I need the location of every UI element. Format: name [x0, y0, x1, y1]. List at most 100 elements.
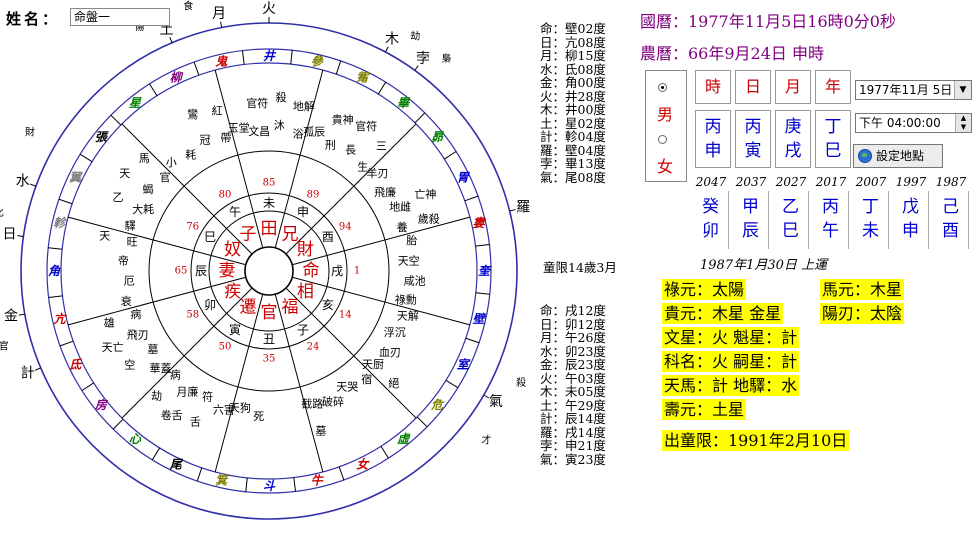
branch-label: 未 [263, 196, 275, 210]
house-star: 馬 [139, 152, 150, 165]
house-star: 天亡 [102, 340, 124, 354]
decade-branch: 辰 [742, 221, 759, 241]
chart-ring [60, 62, 478, 480]
pillar-stem: 丁 [824, 117, 842, 137]
mansion-divider [444, 151, 457, 160]
decade-year: 2047 [695, 175, 727, 189]
upper_planets-row: 計：軫04度 [540, 129, 606, 144]
pillar-ganzhi: 丙寅 [735, 110, 771, 168]
name-input[interactable]: 命盤一 [70, 8, 170, 26]
decade-stem: 丙 [822, 197, 839, 217]
house-divider [67, 216, 246, 266]
decade-ganzhi: 己酉 [933, 191, 969, 249]
highlight-item: 陽刃：太陰 [820, 303, 905, 324]
upper_planets-row: 木：井00度 [540, 102, 606, 117]
decade-ganzhi: 丁未 [853, 191, 889, 249]
house-star: 舌 [190, 416, 201, 429]
gender-group: 男 女 [645, 70, 687, 182]
pillar-stem: 丙 [704, 117, 722, 137]
mansion-label: 亢 [52, 312, 67, 326]
mansion-label: 心 [129, 432, 142, 446]
decade-year: 1987 [935, 175, 967, 189]
house-star: 空 [124, 357, 135, 371]
upper_planets-row: 氣：尾08度 [540, 169, 606, 185]
mansion-divider [241, 50, 245, 65]
decade-ganzhi: 丙午 [813, 191, 849, 249]
chart-ring [190, 192, 348, 350]
highlight-item: 文星：火 魁星：計 [662, 327, 800, 348]
age-label: 76 [186, 222, 199, 233]
lower_planets-row: 日：卯12度 [540, 316, 606, 332]
house-star: 月廉 [176, 385, 198, 399]
outer-note: 比 [0, 207, 4, 219]
branch-label: 申 [297, 205, 309, 219]
branch-label: 辰 [195, 264, 207, 278]
age-label: 35 [263, 354, 276, 365]
branch-label: 巳 [204, 230, 216, 244]
planet-tick [220, 21, 223, 28]
time-input[interactable]: 下午 04:00:00 ▲▼ [855, 113, 972, 133]
dropdown-arrow-icon[interactable]: ▼ [954, 81, 971, 99]
time-input-value: 下午 04:00:00 [859, 116, 941, 130]
mansion-divider [79, 153, 93, 163]
decade-year: 1997 [895, 175, 927, 189]
house-star: 六害 [213, 402, 235, 416]
house-star: 耗 [185, 148, 196, 161]
house-star: 卷舌 [161, 408, 183, 422]
house-star: 歲殺 [418, 212, 440, 226]
house-star: 天 [99, 230, 110, 243]
mansion-divider [475, 292, 490, 295]
house-star: 帶 [220, 131, 231, 144]
mansion-label: 昴 [431, 130, 444, 144]
palace-label: 疾 [224, 282, 241, 302]
house-star: 咸池 [404, 275, 426, 288]
palace-label: 命 [303, 261, 320, 281]
date-select[interactable]: 1977年11月 5日 ▼ [855, 80, 972, 100]
spinner-icon[interactable]: ▲▼ [955, 114, 971, 132]
house-star: 冠 [200, 133, 211, 146]
house-star: 羊刃 [367, 166, 389, 180]
mansion-divider [445, 379, 459, 389]
mansion-divider [151, 447, 161, 461]
age-label: 80 [219, 189, 232, 200]
mansion-divider [338, 466, 345, 481]
female-radio[interactable] [658, 135, 667, 144]
set-location-button[interactable]: 設定地點 [853, 144, 943, 168]
upper_planets-row: 月：柳15度 [540, 48, 606, 63]
house-star: 長 [345, 144, 356, 157]
planet-tick [18, 313, 25, 316]
mansion-label: 房 [94, 398, 109, 412]
planet-tick [384, 46, 389, 53]
house-star: 玉堂 [228, 122, 250, 135]
mansion-divider [465, 337, 480, 344]
mansion-divider [196, 467, 203, 482]
house-divider [214, 69, 264, 248]
house-star: 鸞 [187, 107, 198, 121]
planet-tick [414, 65, 419, 71]
male-label[interactable]: 男 [657, 105, 674, 124]
mansion-divider [48, 295, 63, 299]
house-divider [67, 276, 246, 326]
mansion-label: 軫 [53, 216, 67, 230]
house-star: 浮沉 [384, 326, 406, 339]
house-star: 驛 [125, 219, 136, 232]
male-radio[interactable] [658, 83, 667, 92]
planet-mansion-list: 命：壁02度日：亢08度月：柳15度水：氐08度金：角00度火：井28度木：井0… [540, 22, 606, 184]
highlight-item: 天馬：計 地驛：水 [662, 375, 800, 396]
house-star: 天哭 [336, 381, 358, 394]
age-label: 1 [354, 266, 360, 277]
mansion-divider [290, 50, 293, 65]
upper_planets-row: 金：角00度 [540, 75, 606, 90]
chart-ring [46, 48, 492, 494]
upper_planets-row: 命：壁02度 [540, 21, 606, 36]
mansion-divider [293, 477, 297, 492]
house-star: 沐 [274, 119, 285, 132]
outer-planet: 火 [262, 1, 276, 17]
female-label[interactable]: 女 [657, 157, 674, 176]
pillar-ganzhi: 丁巳 [815, 110, 851, 168]
planet-tick [30, 183, 37, 187]
outer-planet: 羅 [516, 200, 530, 216]
chart-ring [208, 210, 330, 332]
mansion-label: 婁 [473, 216, 487, 230]
upper_planets-row: 土：星02度 [540, 115, 606, 131]
